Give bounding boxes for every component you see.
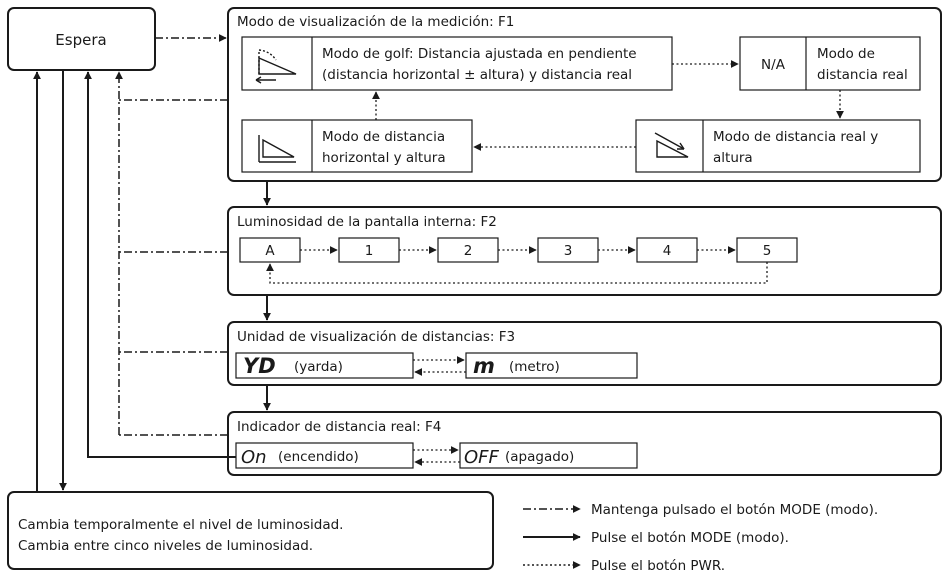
horiz-line2: horizontal y altura (322, 150, 446, 166)
on-label: (encendido) (278, 449, 359, 465)
f4-group: Indicador de distancia real: F4 On (ence… (227, 411, 942, 476)
transition-arrows (33, 34, 271, 492)
f2-group: Luminosidad de la pantalla interna: F2 A… (227, 206, 942, 296)
real-alt-line1: Modo de distancia real y (713, 129, 878, 145)
legend: Mantenga pulsado el botón MODE (modo). P… (523, 502, 878, 574)
off-symbol: OFF (464, 447, 500, 468)
f1-group: Modo de visualización de la medición: F1… (227, 7, 942, 182)
horiz-line1: Modo de distancia (322, 129, 445, 145)
brightness-level-2: 2 (464, 243, 473, 259)
meter-symbol: m (473, 354, 495, 378)
f3-title: Unidad de visualización de distancias: F… (237, 329, 515, 345)
f3-group: Unidad de visualización de distancias: F… (227, 321, 942, 386)
golf-mode-line1: Modo de golf: Distancia ajustada en pend… (322, 46, 637, 62)
meter-label: (metro) (509, 359, 560, 375)
note-line1: Cambia temporalmente el nivel de luminos… (18, 517, 343, 533)
note-line2: Cambia entre cinco niveles de luminosida… (18, 538, 313, 554)
legend-press-pwr: Pulse el botón PWR. (591, 558, 725, 574)
real-mode-line1: Modo de (817, 46, 875, 62)
na-label: N/A (761, 57, 786, 73)
real-mode-line2: distancia real (817, 67, 908, 83)
brightness-level-3: 3 (564, 243, 573, 259)
f4-title: Indicador de distancia real: F4 (237, 419, 441, 435)
standby-box: Espera (7, 7, 156, 71)
f2-title: Luminosidad de la pantalla interna: F2 (237, 214, 497, 230)
legend-hold-mode: Mantenga pulsado el botón MODE (modo). (591, 502, 878, 518)
off-label: (apagado) (505, 449, 574, 465)
f1-title: Modo de visualización de la medición: F1 (237, 14, 514, 30)
golf-mode-icon (255, 49, 297, 84)
yard-symbol: YD (243, 354, 276, 378)
horizontal-altitude-icon (258, 135, 296, 163)
brightness-level-1: 1 (365, 243, 374, 259)
real-alt-line2: altura (713, 150, 753, 166)
brightness-level-A: A (265, 243, 275, 259)
golf-mode-line2: (distancia horizontal ± altura) y distan… (322, 67, 632, 83)
yard-label: (yarda) (294, 359, 343, 375)
real-altitude-icon (654, 132, 689, 158)
on-symbol: On (241, 447, 267, 468)
brightness-note-box: Cambia temporalmente el nivel de luminos… (7, 491, 494, 570)
svg-text:Espera: Espera (55, 31, 106, 49)
brightness-level-4: 4 (663, 243, 672, 259)
brightness-level-5: 5 (763, 243, 772, 259)
legend-press-mode: Pulse el botón MODE (modo). (591, 530, 789, 546)
